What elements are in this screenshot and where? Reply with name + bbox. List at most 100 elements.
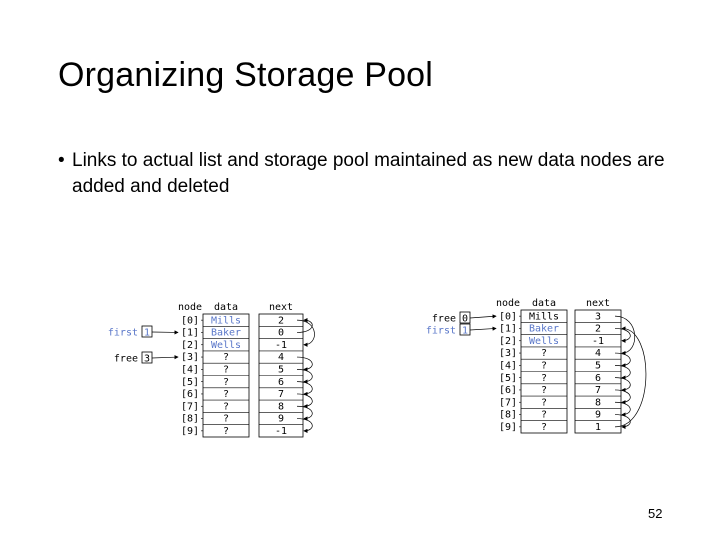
node-index: [7] bbox=[499, 397, 517, 408]
data-header: data bbox=[214, 302, 238, 313]
node-index: [3] bbox=[181, 352, 199, 363]
node-data: Wells bbox=[529, 336, 559, 347]
node-data: Mills bbox=[211, 315, 241, 326]
node-index: [0] bbox=[181, 315, 199, 326]
node-data: ? bbox=[223, 377, 229, 388]
node-next: 4 bbox=[278, 352, 284, 363]
pointer-value: 3 bbox=[144, 354, 150, 365]
node-next: 6 bbox=[595, 373, 601, 384]
next-header: next bbox=[586, 298, 610, 309]
pointer-label: first bbox=[426, 326, 456, 337]
pointer-box bbox=[141, 325, 153, 338]
pointer-label: free bbox=[432, 314, 456, 325]
bullet-dot-icon: • bbox=[58, 150, 65, 171]
node-index: [6] bbox=[181, 389, 199, 400]
left-linked-list-diagram: node data next [0] Mills 2 [1] Baker 0 [2] Wells -1… bbox=[108, 302, 315, 438]
next-link-arrow bbox=[614, 389, 631, 405]
node-data: ? bbox=[223, 401, 229, 412]
node-data: ? bbox=[223, 352, 229, 363]
node-data: ? bbox=[223, 365, 229, 376]
node-next: -1 bbox=[275, 340, 287, 351]
node-next: 8 bbox=[595, 397, 601, 408]
node-data: ? bbox=[223, 414, 229, 425]
next-link-arrow bbox=[296, 318, 313, 333]
node-index: [4] bbox=[499, 361, 517, 372]
node-next: 2 bbox=[278, 315, 284, 326]
next-link-arrow bbox=[296, 319, 315, 347]
pointer-value: 0 bbox=[462, 314, 468, 325]
next-link-arrow bbox=[296, 381, 313, 397]
slide-number: 52 bbox=[648, 506, 663, 521]
pointer-arrow bbox=[469, 314, 497, 319]
pointer-arrow bbox=[469, 326, 497, 331]
node-index: [8] bbox=[499, 410, 517, 421]
node-index: [1] bbox=[181, 328, 199, 339]
node-next: 7 bbox=[595, 385, 601, 396]
node-next: 2 bbox=[595, 324, 601, 335]
node-next: -1 bbox=[275, 426, 287, 437]
node-index: [5] bbox=[181, 377, 199, 388]
node-index: [7] bbox=[181, 401, 199, 412]
pointer-arrow bbox=[151, 355, 179, 360]
node-index: [3] bbox=[499, 348, 517, 359]
bullet-text: Links to actual list and storage pool ma… bbox=[72, 150, 665, 197]
next-link-arrow bbox=[614, 377, 631, 393]
node-index: [9] bbox=[181, 426, 199, 437]
node-next: 9 bbox=[278, 414, 284, 425]
node-data: Wells bbox=[211, 340, 241, 351]
node-next: 4 bbox=[595, 348, 601, 359]
node-data: ? bbox=[541, 410, 547, 421]
node-next: 8 bbox=[278, 401, 284, 412]
next-link-arrow bbox=[614, 365, 631, 380]
node-next: 6 bbox=[278, 377, 284, 388]
slide-title: Organizing Storage Pool bbox=[58, 56, 434, 94]
node-header: node bbox=[178, 302, 202, 313]
node-data: Mills bbox=[529, 311, 559, 322]
pointer-box bbox=[459, 311, 471, 324]
node-next: 0 bbox=[278, 328, 284, 339]
node-index: [2] bbox=[499, 336, 517, 347]
next-link-arrow bbox=[614, 328, 631, 343]
next-header: next bbox=[269, 302, 293, 313]
node-data: Baker bbox=[211, 328, 241, 339]
node-header: node bbox=[496, 298, 520, 309]
node-next: 5 bbox=[595, 361, 601, 372]
pointer-label: first bbox=[108, 328, 138, 339]
pointer-value: 1 bbox=[462, 326, 468, 337]
node-index: [0] bbox=[499, 311, 517, 322]
node-next: 7 bbox=[278, 389, 284, 400]
node-next: 9 bbox=[595, 410, 601, 421]
node-data: Baker bbox=[529, 324, 559, 335]
next-link-arrow bbox=[614, 401, 631, 417]
node-next: 1 bbox=[595, 422, 601, 433]
node-data: ? bbox=[223, 426, 229, 437]
pointer-box bbox=[141, 351, 153, 364]
next-link-arrow bbox=[296, 418, 313, 433]
node-data: ? bbox=[541, 373, 547, 384]
node-index: [5] bbox=[499, 373, 517, 384]
node-index: [1] bbox=[499, 324, 517, 335]
next-link-arrow bbox=[296, 369, 313, 384]
pointer-label: free bbox=[114, 354, 138, 365]
node-data: ? bbox=[541, 422, 547, 433]
node-data: ? bbox=[541, 385, 547, 396]
node-index: [2] bbox=[181, 340, 199, 351]
node-data: ? bbox=[541, 361, 547, 372]
node-data: ? bbox=[541, 397, 547, 408]
node-index: [6] bbox=[499, 385, 517, 396]
next-link-arrow bbox=[296, 356, 313, 372]
pointer-value: 1 bbox=[144, 328, 150, 339]
node-data: ? bbox=[541, 348, 547, 359]
next-link-arrow bbox=[296, 405, 313, 421]
node-data: ? bbox=[223, 389, 229, 400]
next-link-arrow bbox=[296, 393, 313, 409]
node-index: [4] bbox=[181, 365, 199, 376]
data-header: data bbox=[532, 298, 556, 309]
node-next: 3 bbox=[595, 311, 601, 322]
next-link-arrow bbox=[614, 352, 631, 368]
node-index: [8] bbox=[181, 414, 199, 425]
node-index: [9] bbox=[499, 422, 517, 433]
node-next: 5 bbox=[278, 365, 284, 376]
pointer-box bbox=[459, 323, 471, 336]
